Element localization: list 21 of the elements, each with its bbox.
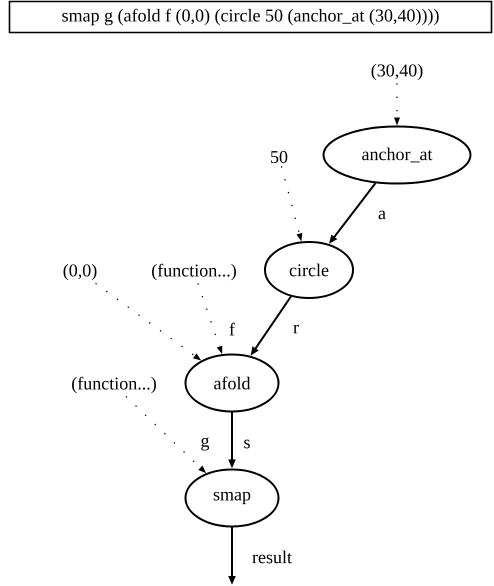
input-label: 50 (271, 150, 288, 164)
input-label: (30,40) (372, 64, 422, 80)
arrow (197, 283, 222, 354)
ellipse-node: circle (264, 241, 354, 299)
ellipse-node: smap (184, 468, 280, 528)
input-label: (function...) (72, 376, 156, 394)
arrow (394, 83, 400, 126)
title-box: smap g (afold f (0,0) (circle 50 (anchor_at (30,40)))) (8, 0, 492, 34)
arrow (280, 166, 302, 242)
edge-label: r (292, 324, 300, 334)
arrow (95, 282, 202, 361)
edge-label: result (251, 550, 293, 564)
ellipse-node: anchor_at (322, 126, 472, 184)
edge-label: g (200, 436, 210, 452)
arrow (126, 396, 206, 474)
ellipse-node: afold (184, 354, 280, 412)
edge-label: f (228, 322, 236, 336)
edge-label: s (242, 438, 252, 450)
edge-label: a (377, 210, 387, 220)
input-label: (function...) (152, 264, 236, 280)
input-label: (0,0) (64, 264, 96, 280)
